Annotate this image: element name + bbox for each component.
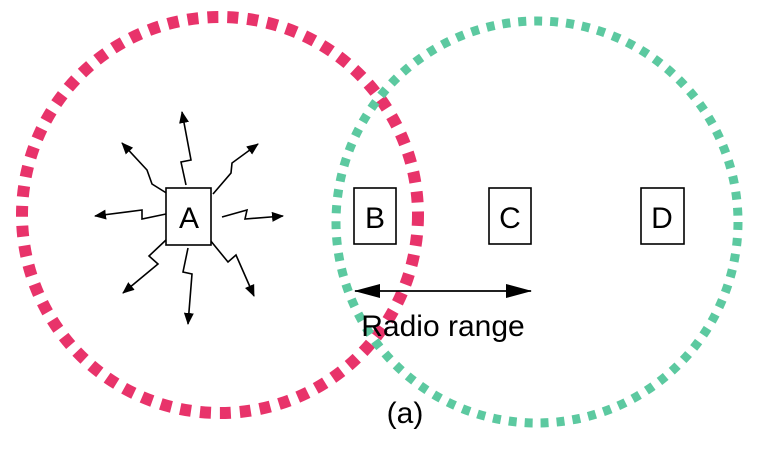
node-d-label: D — [651, 202, 673, 235]
broadcast-arrow-up — [179, 111, 192, 186]
figure-caption: (a) — [387, 397, 424, 430]
node-b: B — [353, 187, 397, 245]
node-a: A — [165, 187, 212, 246]
node-a-box — [165, 187, 212, 246]
node-c: C — [488, 187, 532, 245]
broadcast-arrow-down-right — [209, 239, 255, 297]
broadcast-arrow-down — [182, 247, 194, 325]
broadcast-arrow-right — [221, 208, 284, 222]
broadcast-arrows — [94, 111, 284, 325]
broadcast-arrow-up-left — [121, 142, 169, 195]
node-a-label: A — [179, 202, 199, 235]
radio-range-circle-a — [16, 11, 424, 419]
broadcast-arrow-down-left — [122, 239, 167, 294]
node-b-box — [353, 187, 397, 245]
broadcast-arrow-up-right — [212, 143, 259, 195]
radio-range-label: Radio range — [361, 310, 524, 343]
node-d: D — [640, 187, 685, 245]
node-c-label: C — [499, 202, 521, 235]
node-c-box — [488, 187, 532, 245]
node-d-box — [640, 187, 685, 245]
broadcast-arrow-left — [94, 209, 167, 220]
radio-range-circle-c — [331, 16, 743, 428]
node-b-label: B — [365, 202, 385, 235]
